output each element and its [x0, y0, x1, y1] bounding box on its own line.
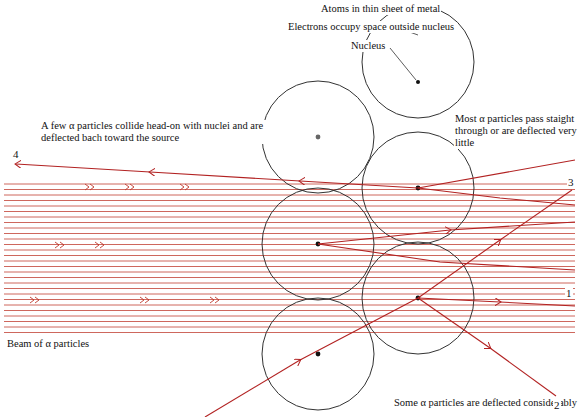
callout-number: 3	[567, 176, 575, 188]
beam-line	[4, 266, 575, 267]
callout-number: 2	[553, 399, 561, 411]
heading-label: Atoms in thin sheet of metal	[320, 3, 441, 15]
callout-number: 1	[565, 287, 573, 299]
beam-line	[4, 200, 575, 201]
beam-line	[4, 288, 575, 289]
callout-label: Some α particles are deflected considera…	[393, 397, 578, 409]
direction-chevron	[30, 297, 34, 303]
beam-line	[4, 255, 575, 256]
direction-chevron	[35, 297, 39, 303]
direction-chevron	[185, 184, 189, 190]
callout-label: A few α particles collide head-on with n…	[40, 120, 297, 144]
direction-chevron	[215, 297, 219, 303]
beam-line	[4, 250, 575, 251]
beam-line	[4, 244, 575, 245]
beam-line	[4, 222, 575, 223]
callout-label: Nucleus	[350, 40, 386, 52]
beam-line	[4, 310, 575, 311]
beam-line	[4, 299, 575, 300]
direction-chevron	[100, 242, 104, 248]
beam-line	[4, 261, 575, 262]
beam-line	[4, 272, 575, 273]
direction-chevron	[90, 184, 94, 190]
callout-number: 4	[12, 148, 20, 160]
callout-label: Beam of α particles	[6, 338, 90, 350]
direction-chevron	[145, 297, 149, 303]
direction-chevron	[85, 184, 89, 190]
beam-line	[4, 233, 575, 234]
beam-line	[4, 294, 575, 295]
beam-line	[4, 283, 575, 284]
direction-chevron	[140, 297, 144, 303]
beam-line	[4, 321, 575, 322]
beam-line	[4, 332, 575, 333]
beam-line	[4, 277, 575, 278]
callout-label: Electrons occupy space outside nucleus	[287, 21, 455, 33]
direction-chevron	[95, 242, 99, 248]
beam-line	[4, 184, 575, 185]
beam-line	[4, 316, 575, 317]
direction-chevron	[210, 297, 214, 303]
direction-chevron	[55, 242, 59, 248]
beam-line	[4, 206, 575, 207]
direction-chevron	[180, 184, 184, 190]
beam-line	[4, 327, 575, 328]
callout-label: Most α particles pass staight through or…	[454, 113, 578, 149]
beam-line	[4, 239, 575, 240]
direction-chevron	[130, 184, 134, 190]
beam-line	[4, 211, 575, 212]
direction-chevron	[125, 184, 129, 190]
direction-chevron	[60, 242, 64, 248]
beam-line	[4, 217, 575, 218]
beam-line	[4, 189, 575, 190]
